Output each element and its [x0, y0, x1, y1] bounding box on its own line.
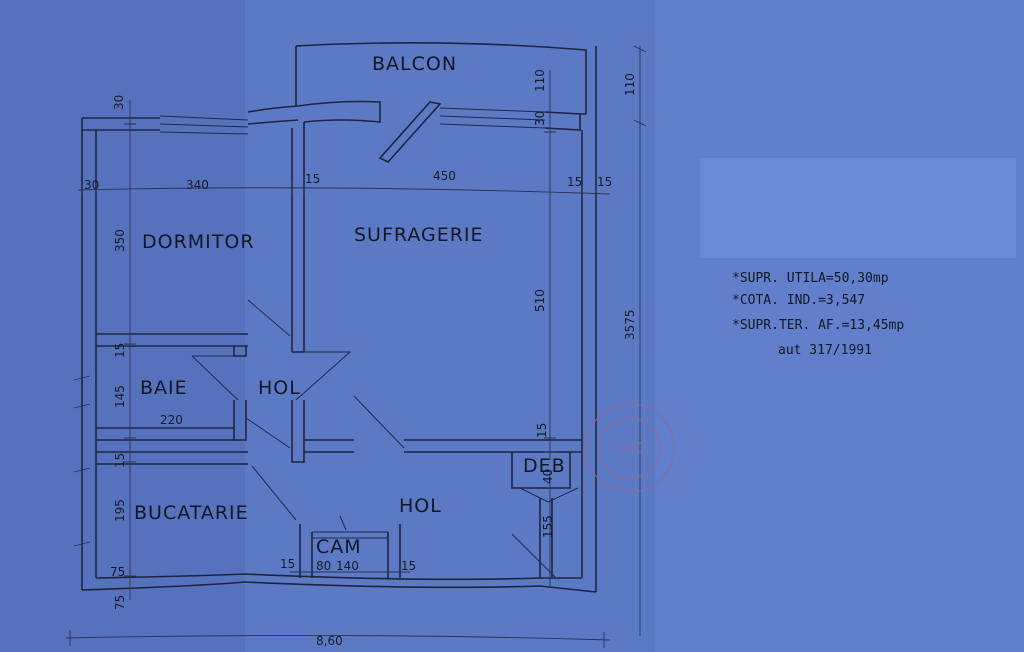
room-label-sufragerie: SUFRAGERIE	[354, 224, 484, 246]
room-label-dormitor: DORMITOR	[142, 231, 255, 253]
dimension-value: 15	[535, 423, 549, 438]
room-label-deb: DEB	[523, 455, 566, 477]
note-aut: aut 317/1991	[778, 343, 872, 358]
dimension-value: 140	[336, 559, 359, 573]
dimension-value: 155	[541, 515, 555, 538]
dimension-value: 340	[186, 178, 209, 192]
dimension-value: 15	[305, 172, 320, 186]
paper-fold-shade	[0, 0, 245, 652]
dimension-value: 15	[597, 175, 612, 189]
dimension-value: 75	[110, 565, 125, 579]
dimension-value: 75	[113, 595, 127, 610]
dimension-lines	[65, 45, 647, 648]
dimension-value: 510	[533, 289, 547, 312]
dimension-value: 195	[113, 499, 127, 522]
room-label-bucatarie: BUCATARIE	[134, 502, 249, 524]
note-supr-ter: *SUPR.TER. AF.=13,45mp	[732, 318, 904, 333]
dimension-value: 15	[280, 557, 295, 571]
redacted-area	[700, 158, 1016, 258]
dimension-value: 110	[533, 69, 547, 92]
dimension-value: 30	[84, 178, 99, 192]
note-cota-ind: *COTA. IND.=3,547	[732, 293, 865, 308]
dimension-value: 15	[113, 453, 127, 468]
dimension-value: 15	[113, 343, 127, 358]
dimension-value: 3575	[623, 309, 637, 340]
dimension-value: 30	[112, 95, 126, 110]
dimension-value: 15	[567, 175, 582, 189]
room-label-cam: CAM	[316, 536, 362, 558]
stamp-seal	[585, 403, 675, 493]
dimension-value: 450	[433, 169, 456, 183]
door-swings	[191, 299, 579, 579]
dimension-value: 110	[623, 73, 637, 96]
dimension-value: 220	[160, 413, 183, 427]
interior-walls	[96, 122, 582, 578]
room-label-hol-small: HOL	[258, 377, 301, 399]
outer-walls	[81, 42, 597, 593]
room-label-hol-main: HOL	[399, 495, 442, 517]
dimension-value: 145	[113, 385, 127, 408]
dimension-value: 40	[541, 469, 555, 484]
dimension-value: 80	[316, 559, 331, 573]
room-label-baie: BAIE	[140, 377, 188, 399]
paper-fold-shade	[655, 0, 1024, 652]
dimension-value: 15	[401, 559, 416, 573]
dimension-value: 350	[113, 229, 127, 252]
note-supr-utila: *SUPR. UTILA=50,30mp	[732, 271, 889, 286]
room-label-balcon: BALCON	[372, 53, 457, 75]
dimension-value: 8,60	[316, 634, 343, 648]
dimension-value: 30	[533, 111, 547, 126]
